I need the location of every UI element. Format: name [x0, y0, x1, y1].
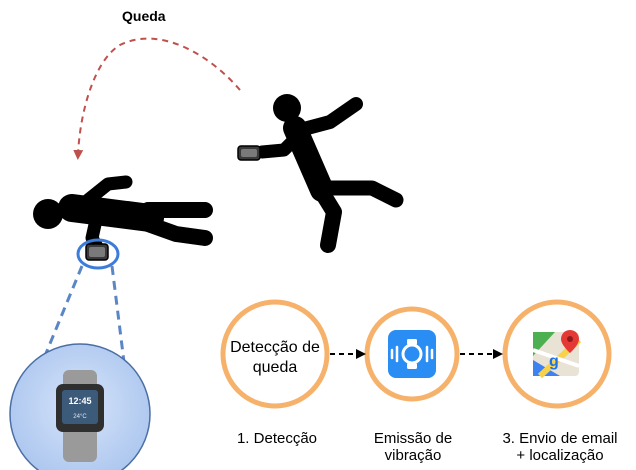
map-location-icon: g	[532, 330, 582, 379]
watch-time: 12:45	[68, 396, 91, 406]
detection-circle-text: Detecção de queda	[222, 338, 328, 378]
stage-circle-detection	[220, 299, 330, 409]
step-label-detection-line1: 1. Detecção	[236, 430, 318, 447]
zoomed-watch: 12:45 24°C	[9, 343, 151, 470]
falling-person-watch-icon	[237, 145, 261, 161]
step-label-notification-line1: 3. Envio de email	[502, 430, 618, 447]
detection-circle-text-line1: Detecção de	[230, 339, 320, 356]
fall-trajectory-arrow	[73, 37, 241, 160]
lying-person-icon	[33, 175, 213, 259]
step-label-vibration-line2: vibração	[384, 447, 442, 464]
detection-circle-text-line2: queda	[252, 359, 298, 376]
step-label-vibration-line1: Emissão de	[373, 430, 453, 447]
vibration-icon	[388, 330, 436, 378]
step-label-notification: 3. Envio de email + localização	[490, 430, 630, 464]
zoom-line-left	[33, 265, 84, 381]
falling-person-icon	[255, 94, 404, 253]
watch-highlight-ring	[76, 238, 120, 270]
watch-temperature: 24°C	[73, 414, 87, 420]
svg-text:g: g	[549, 353, 559, 370]
step-label-vibration: Emissão de vibração	[354, 430, 472, 464]
step-label-notification-line2: + localização	[516, 447, 604, 464]
fall-title: Queda	[122, 8, 166, 24]
step-label-detection: 1. Detecção	[218, 430, 336, 447]
lying-person-watch-icon	[85, 243, 109, 261]
